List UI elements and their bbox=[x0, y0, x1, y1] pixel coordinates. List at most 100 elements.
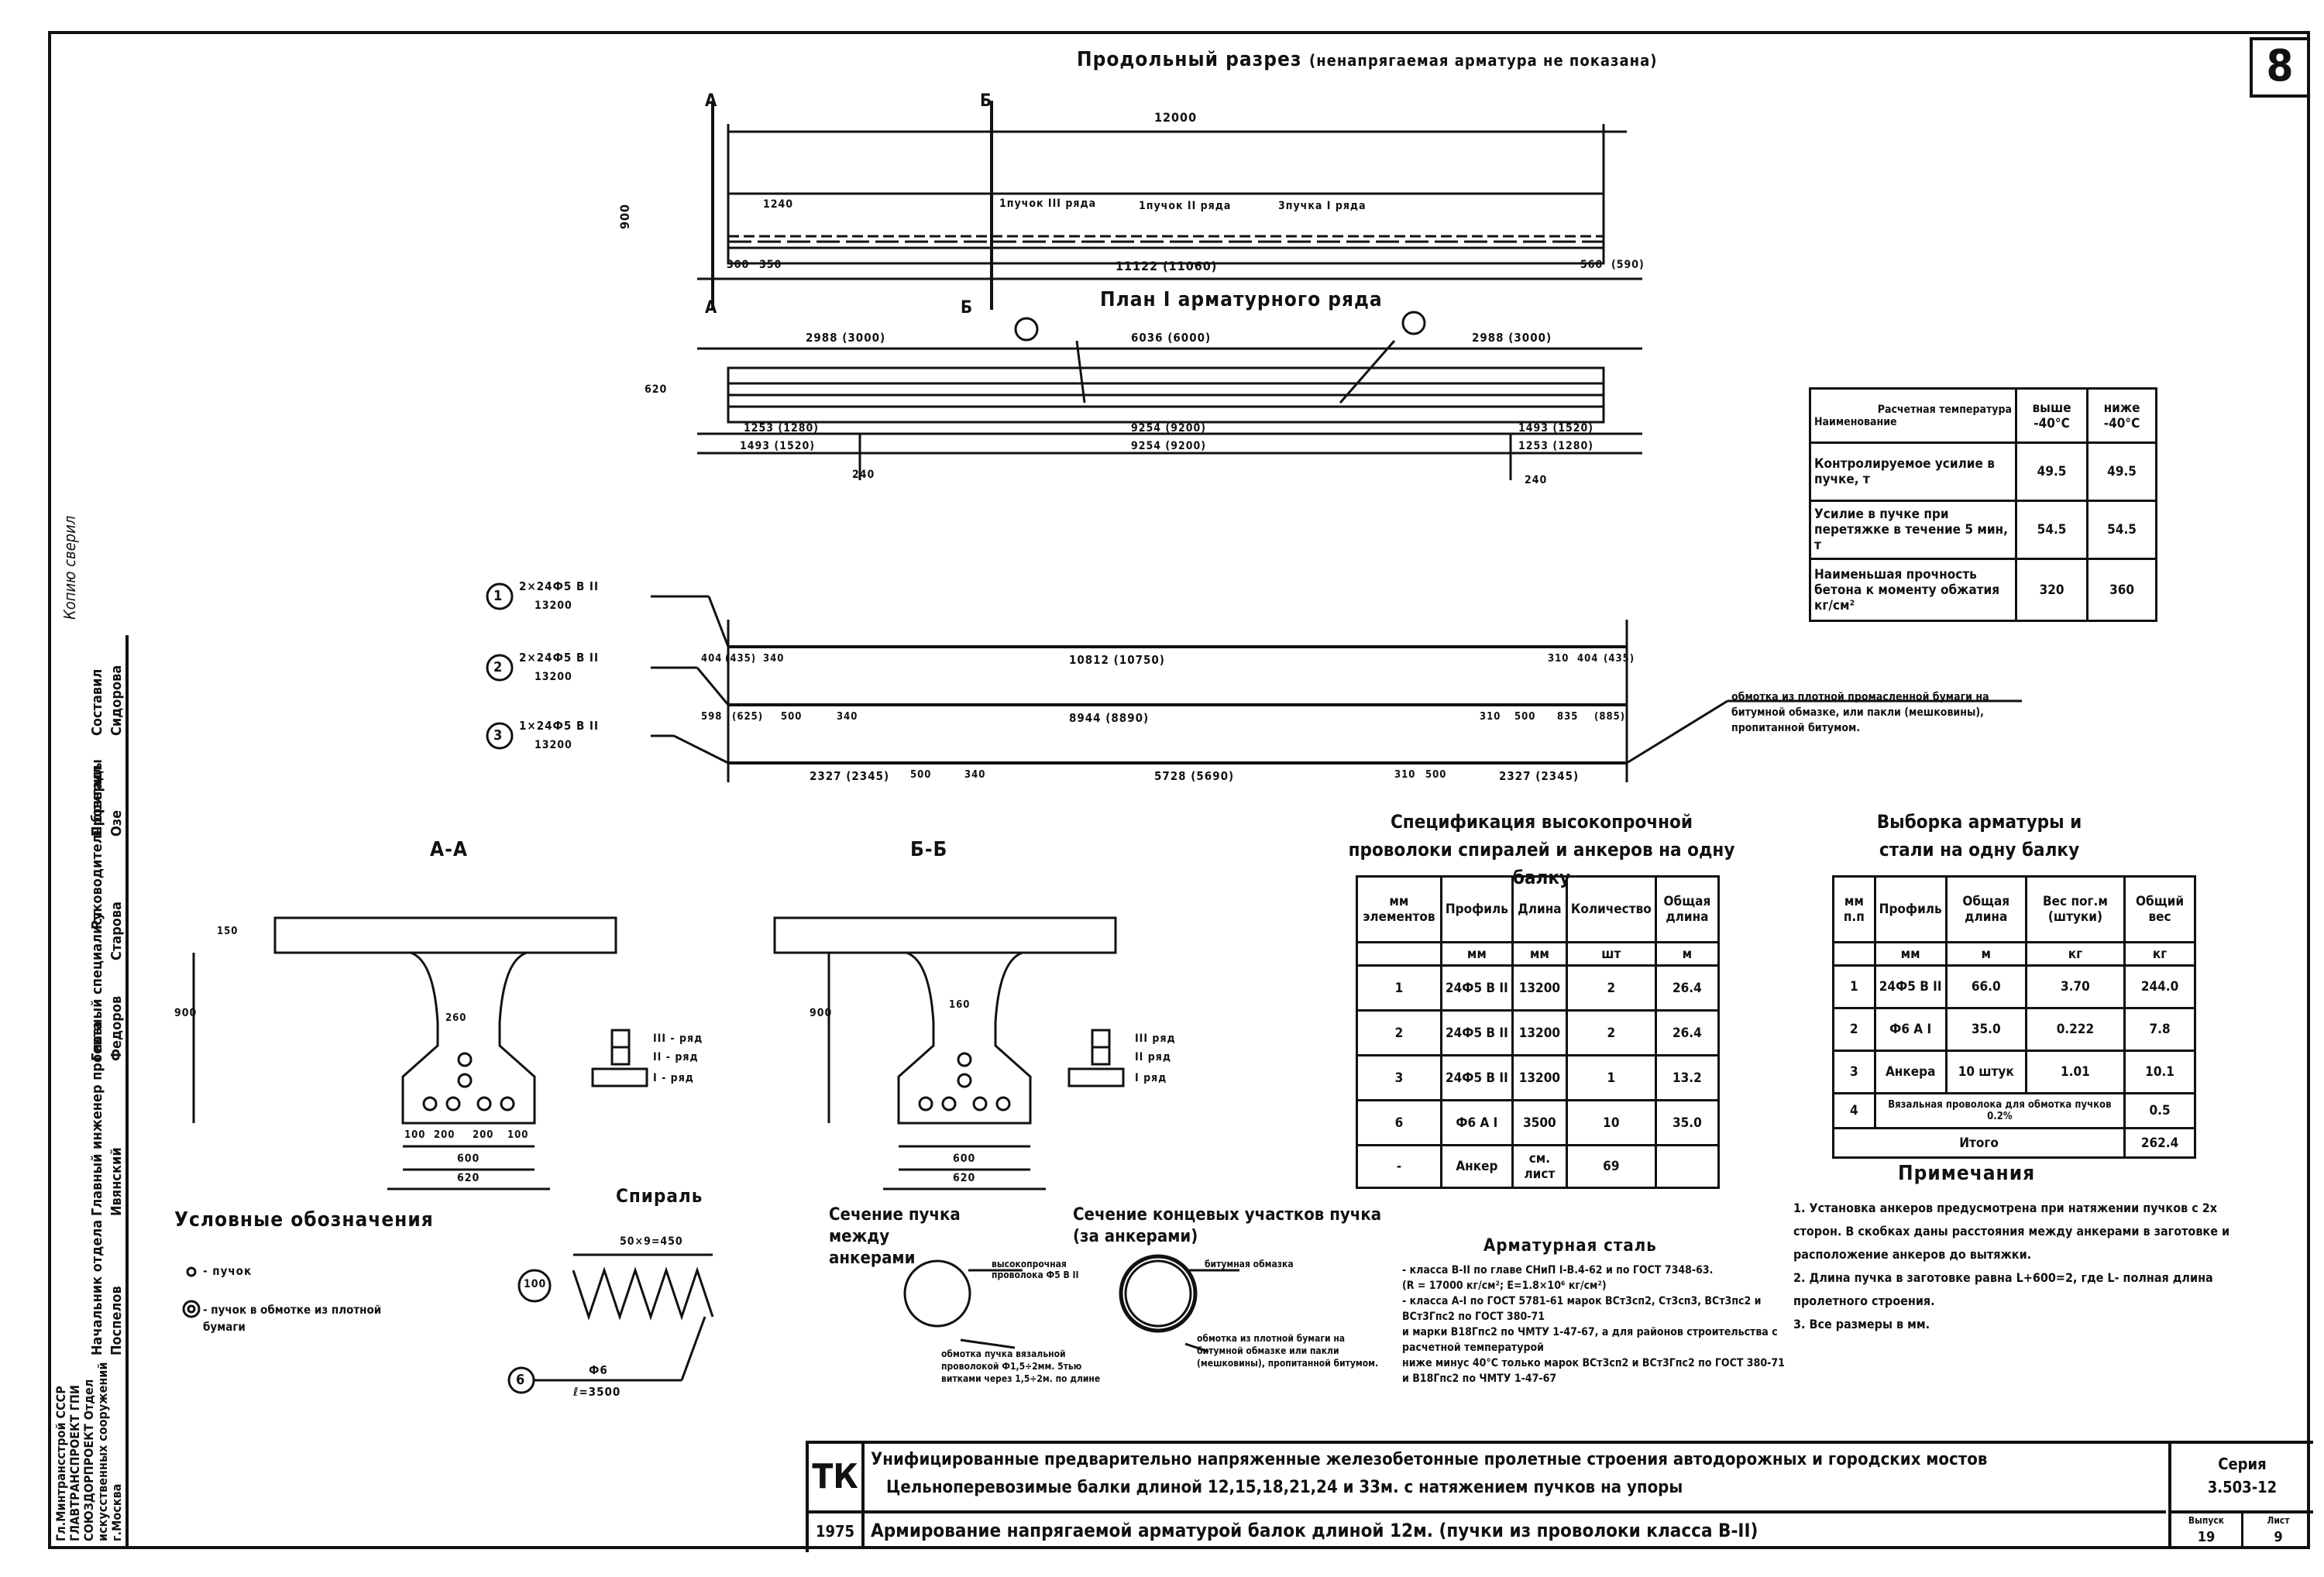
sample-u-3: кг bbox=[2024, 941, 2126, 967]
aa-dim-200-a: 200 bbox=[434, 1129, 456, 1141]
aa-dim-620: 620 bbox=[457, 1172, 480, 1184]
bundle-2-dim-310: 310 bbox=[1480, 711, 1501, 723]
bundle-1-dim-340: 340 bbox=[763, 653, 785, 665]
title-series-block: Серия 3.503-12 Выпуск 19 Лист 9 bbox=[2168, 1444, 2313, 1549]
legend-wrapped-bundle: - пучок в обмотке из плотной бумаги bbox=[203, 1303, 382, 1334]
notes-list: 1. Установка анкеров предусмотрена при н… bbox=[1793, 1197, 2258, 1336]
bundle-2-length: 13200 bbox=[535, 671, 572, 683]
bundle-1-dim-435-r: (435) bbox=[1604, 653, 1635, 665]
section-bb-title: Б-Б bbox=[910, 838, 948, 861]
section-marker-A-top: А bbox=[705, 91, 718, 111]
bundle-3-dim-310: 310 bbox=[1394, 769, 1416, 781]
sample-cell: 66.0 bbox=[1944, 964, 2027, 1009]
sample-cell: Вязальная проволока для обмотка пучков 0… bbox=[1873, 1092, 2126, 1129]
sample-title: Выборка арматуры и стали на одну балку bbox=[1876, 811, 2082, 861]
stamp-name-3: Старова bbox=[108, 901, 125, 960]
bundle-1-dim-435: (435) bbox=[725, 653, 757, 665]
plan-dim-1493-a: 1493 (1520) bbox=[1518, 422, 1594, 435]
sample-u-4: кг bbox=[2123, 941, 2196, 967]
bundle-3-dim-main: 5728 (5690) bbox=[1154, 769, 1235, 783]
title-issue-label: Выпуск bbox=[2188, 1515, 2225, 1526]
sample-cell: 0.5 bbox=[2123, 1092, 2196, 1129]
sample-cell: 24Ф5 В II bbox=[1873, 964, 1948, 1009]
section-marker-B-top: Б bbox=[980, 91, 993, 111]
section-marker-B-bottom: Б bbox=[961, 298, 974, 318]
temp-col-above: выше -40°С bbox=[2014, 387, 2089, 444]
plan-dim-width: 620 bbox=[645, 383, 668, 396]
steel-line-5: ниже минус 40°С только марок ВСт3сп2 и В… bbox=[1402, 1357, 1785, 1385]
row-bb-2: II ряд bbox=[1135, 1051, 1172, 1063]
bundle-1-dim-404: 404 bbox=[701, 653, 723, 665]
bundle-3-dim-right: 2327 (2345) bbox=[1499, 769, 1580, 783]
stamp-name-1: Сидорова bbox=[108, 665, 125, 736]
sample-cell: 35.0 bbox=[1944, 1007, 2027, 1052]
spec-cell: Ф6 А I bbox=[1439, 1099, 1514, 1146]
temp-row-1-a: 49.5 bbox=[2014, 441, 2089, 502]
stamp-role-5: Главный инженер проекта bbox=[89, 1021, 105, 1216]
note-2: 2. Длина пучка в заготовке равна L+600=2… bbox=[1793, 1270, 2213, 1308]
sample-cell: 10 штук bbox=[1944, 1050, 2027, 1094]
temp-row-2-a: 54.5 bbox=[2014, 500, 2089, 560]
row-aa-1: I - ряд bbox=[653, 1072, 694, 1084]
temp-header-bottom: Наименование bbox=[1814, 415, 1897, 428]
sample-h-weight-m: Вес пог.м (штуки) bbox=[2024, 875, 2126, 943]
drawing-frame bbox=[48, 31, 2310, 1549]
temp-row-2-b: 54.5 bbox=[2086, 500, 2157, 560]
dim-590: (590) bbox=[1611, 259, 1645, 271]
spiral-length: ℓ=3500 bbox=[573, 1385, 621, 1399]
stamp-name-5: Ивянский bbox=[108, 1147, 125, 1216]
title-series: 3.503-12 bbox=[2207, 1478, 2278, 1496]
notes-title: Примечания bbox=[1898, 1162, 2036, 1185]
steel-notes: - класса В-II по главе СНиП I-В.4-62 и п… bbox=[1402, 1263, 1789, 1386]
row-bb-3: III ряд bbox=[1135, 1032, 1176, 1045]
spec-u-4: м bbox=[1654, 941, 1721, 967]
stamp-name-6: Поспелов bbox=[108, 1286, 125, 1355]
spiral-diameter: 100 bbox=[524, 1278, 547, 1290]
stamp-role-3: Руководитель бригады bbox=[89, 759, 105, 929]
series-divider bbox=[2171, 1510, 2313, 1513]
spec-cell: 2 bbox=[1565, 1009, 1657, 1056]
bundle-3-length: 13200 bbox=[535, 739, 572, 751]
aa-dim-150: 150 bbox=[217, 926, 239, 937]
spec-h-profile: Профиль bbox=[1439, 875, 1514, 943]
bb-dim-620: 620 bbox=[953, 1172, 976, 1184]
plan-dim-left: 2988 (3000) bbox=[806, 331, 886, 345]
bundle-1-spec: 2×24Ф5 В II bbox=[519, 579, 599, 593]
section-aa-title: А-А bbox=[430, 838, 468, 861]
bundle-3-spec: 1×24Ф5 В II bbox=[519, 719, 599, 733]
stamp-name-2: Озе bbox=[108, 809, 125, 837]
aa-dim-200-b: 200 bbox=[473, 1129, 494, 1141]
legend-title: Условные обозначения bbox=[174, 1208, 434, 1232]
bundle-section-note-3: битумная обмазка bbox=[1205, 1259, 1294, 1270]
temp-row-1-name: Контролируемое усилие в пучке, т bbox=[1809, 441, 2017, 502]
note-3: 3. Все размеры в мм. bbox=[1793, 1317, 1930, 1331]
bundle-2-dim-598: 598 bbox=[701, 711, 723, 723]
title-line-2: Цельноперевозимые балки длиной 12,15,18,… bbox=[886, 1478, 1683, 1497]
spec-cell: 26.4 bbox=[1654, 1009, 1721, 1056]
title-line-3: Армирование напрягаемой арматурой балок … bbox=[871, 1520, 1758, 1541]
spec-table: мм элементов Профиль Длина Количество Об… bbox=[1356, 875, 1721, 1189]
spec-cell: 3 bbox=[1356, 1054, 1442, 1101]
sheet-number: 8 bbox=[2250, 37, 2310, 98]
bundle-2-dim-835: 835 bbox=[1557, 711, 1579, 723]
sample-cell: 7.8 bbox=[2123, 1007, 2196, 1052]
plan-dim-9254-a: 9254 (9200) bbox=[1131, 422, 1207, 435]
bundle-label-1row: 3пучка I ряда bbox=[1278, 200, 1367, 212]
stamp-role-6: Начальник отдела bbox=[89, 1219, 105, 1355]
sample-cell: 3 bbox=[1832, 1050, 1876, 1094]
spec-cell: - bbox=[1356, 1144, 1442, 1189]
title-series-label: Серия bbox=[2218, 1455, 2267, 1473]
bb-dim-600: 600 bbox=[953, 1153, 976, 1165]
bundle-3-dim-500-r: 500 bbox=[1425, 769, 1447, 781]
steel-line-4: и марки В18Гпс2 по ЧМТУ 1-47-67, а для р… bbox=[1402, 1326, 1778, 1354]
dim-560: 560 bbox=[1580, 259, 1604, 271]
aa-dim-100-r: 100 bbox=[507, 1129, 529, 1141]
dim-1240: 1240 bbox=[763, 198, 794, 211]
bundle-3-dim-left: 2327 (2345) bbox=[810, 769, 890, 783]
sample-u-1: мм bbox=[1873, 941, 1948, 967]
dim-300: 300 bbox=[727, 259, 750, 271]
steel-line-2: (R = 17000 кг/см²; Е=1.8×10⁶ кг/см²) bbox=[1402, 1280, 1607, 1292]
bundle-2-dim-500-l: 500 bbox=[781, 711, 803, 723]
temp-row-1-b: 49.5 bbox=[2086, 441, 2157, 502]
plan-dim-1253: 1253 (1280) bbox=[744, 422, 820, 435]
